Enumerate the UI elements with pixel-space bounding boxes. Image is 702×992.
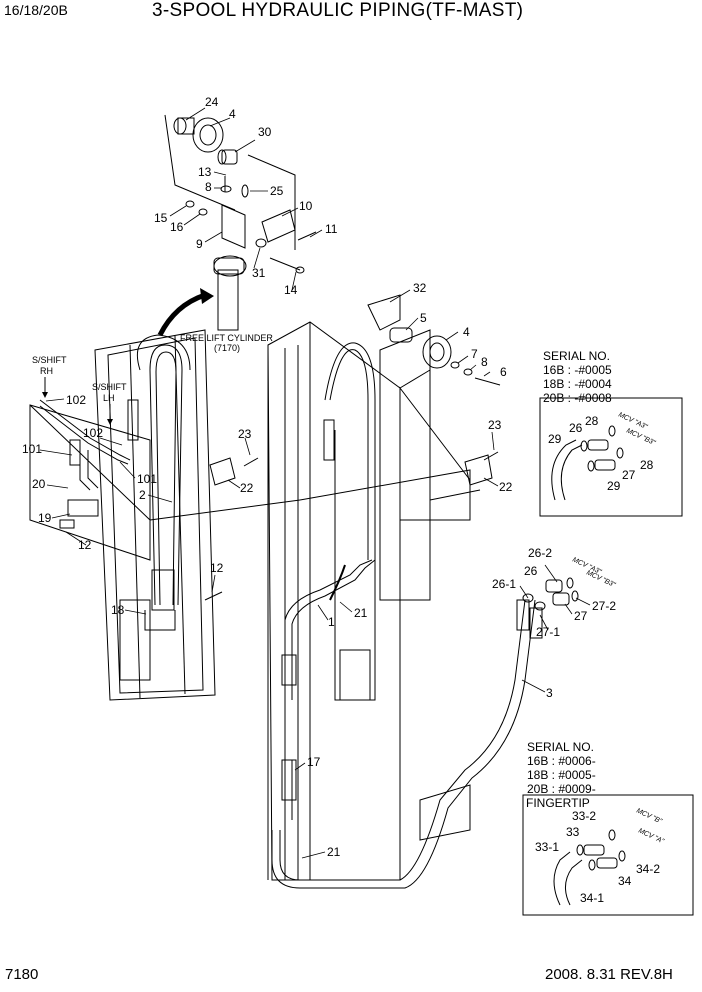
callout-13: 13 xyxy=(198,165,212,179)
free-lift-label-2: (7170) xyxy=(214,343,240,353)
serial-box-1-line-3: 20B : -#0008 xyxy=(543,391,612,405)
leader-lines xyxy=(39,107,591,859)
callout-102b: 102 xyxy=(83,426,103,440)
callout-22a: 22 xyxy=(240,481,254,495)
left-mast-frame xyxy=(29,329,216,701)
callout-12b: 12 xyxy=(210,561,224,575)
free-lift-cylinder xyxy=(157,255,247,337)
callout-3: 3 xyxy=(546,686,553,700)
callout-29b: 29 xyxy=(607,479,621,493)
callout-33-2: 33-2 xyxy=(572,809,596,823)
callout-101b: 101 xyxy=(137,472,157,486)
callout-7: 7 xyxy=(471,347,478,361)
callout-15: 15 xyxy=(154,211,168,225)
top-sheave-assembly xyxy=(164,114,317,274)
callout-28b: 28 xyxy=(640,458,654,472)
sshift-rh-label-1: S/SHIFT xyxy=(32,355,67,365)
hose-brackets xyxy=(204,451,499,601)
serial-block-2-title: SERIAL NO. xyxy=(527,740,594,754)
callout-28a: 28 xyxy=(585,414,599,428)
serial-box-1-title: SERIAL NO. xyxy=(543,349,610,363)
page-number: 7180 xyxy=(5,966,39,983)
right-mast-hoses xyxy=(281,342,376,820)
right-sheave-assembly xyxy=(367,294,501,386)
callout-27-2: 27-2 xyxy=(592,599,616,613)
callout-16: 16 xyxy=(170,220,184,234)
inset-1-mcv-a3: MCV "A3" xyxy=(617,411,649,431)
callout-26b: 26 xyxy=(524,564,538,578)
serial-block-2-line-3: 20B : #0009- xyxy=(527,782,596,796)
page-title: 3-SPOOL HYDRAULIC PIPING(TF-MAST) xyxy=(152,0,524,21)
callout-12a: 12 xyxy=(78,538,92,552)
callout-19: 19 xyxy=(38,511,52,525)
fingertip-inset xyxy=(522,794,694,916)
callout-26a: 26 xyxy=(569,421,583,435)
fingertip-title: FINGERTIP xyxy=(526,796,590,810)
callout-5: 5 xyxy=(420,311,427,325)
callout-34-1: 34-1 xyxy=(580,891,604,905)
serial-block-2-line-2: 18B : #0005- xyxy=(527,768,596,782)
callout-10: 10 xyxy=(299,199,313,213)
callout-34-2: 34-2 xyxy=(636,862,660,876)
serial-box-1-line-2: 18B : -#0004 xyxy=(543,377,612,391)
revision-date: 2008. 8.31 REV.8H xyxy=(545,966,673,983)
callout-14: 14 xyxy=(284,283,298,297)
serial-box-1-line-1: 16B : -#0005 xyxy=(543,363,612,377)
callout-20: 20 xyxy=(32,477,46,491)
callout-32: 32 xyxy=(413,281,427,295)
callout-18: 18 xyxy=(111,603,125,617)
free-lift-label-1: FREE LIFT CYLINDER xyxy=(180,333,273,343)
inset-1-parts xyxy=(551,425,624,501)
callout-22b: 22 xyxy=(499,480,513,494)
fingertip-mcv-b: MCV "B" xyxy=(635,807,663,825)
left-hose-loop xyxy=(39,334,191,631)
callout-27-1: 27-1 xyxy=(536,625,560,639)
callout-102a: 102 xyxy=(66,393,86,407)
callout-26-2: 26-2 xyxy=(528,546,552,560)
serial-block-2-line-1: 16B : #0006- xyxy=(527,754,596,768)
callout-29a: 29 xyxy=(548,432,562,446)
callout-26-1: 26-1 xyxy=(492,577,516,591)
callout-30: 30 xyxy=(258,125,272,139)
callout-17: 17 xyxy=(307,755,321,769)
callout-33: 33 xyxy=(566,825,580,839)
callout-1: 1 xyxy=(328,615,335,629)
callout-6: 6 xyxy=(500,365,507,379)
callout-25: 25 xyxy=(270,184,284,198)
callout-2: 2 xyxy=(139,488,146,502)
callout-23b: 23 xyxy=(488,418,502,432)
callout-27b: 27 xyxy=(574,609,588,623)
sshift-lh-label-2: LH xyxy=(103,393,115,403)
callout-4b: 4 xyxy=(463,325,470,339)
inset-1-mcv-b3: MCV "B3" xyxy=(625,427,657,447)
callout-23a: 23 xyxy=(238,427,252,441)
callout-21b: 21 xyxy=(327,845,341,859)
long-hose xyxy=(271,577,579,889)
serial-inset-1 xyxy=(539,397,683,517)
callout-101a: 101 xyxy=(22,442,42,456)
callout-21a: 21 xyxy=(354,606,368,620)
callout-8: 8 xyxy=(205,180,212,194)
callout-8b: 8 xyxy=(481,355,488,369)
inset-2-parts xyxy=(553,829,626,906)
sshift-lh-label-1: S/SHIFT xyxy=(92,382,127,392)
callout-4: 4 xyxy=(229,107,236,121)
callout-9: 9 xyxy=(196,237,203,251)
callout-33-1: 33-1 xyxy=(535,840,559,854)
callout-34: 34 xyxy=(618,874,632,888)
callout-11: 11 xyxy=(325,222,338,236)
sshift-rh-label-2: RH xyxy=(40,366,53,376)
callout-24: 24 xyxy=(205,95,219,109)
callout-31: 31 xyxy=(252,266,266,280)
fingertip-mcv-a: MCV "A" xyxy=(637,827,665,845)
callout-27a: 27 xyxy=(622,468,636,482)
right-mast-frame xyxy=(149,321,481,881)
model-code: 16/18/20B xyxy=(4,2,68,18)
